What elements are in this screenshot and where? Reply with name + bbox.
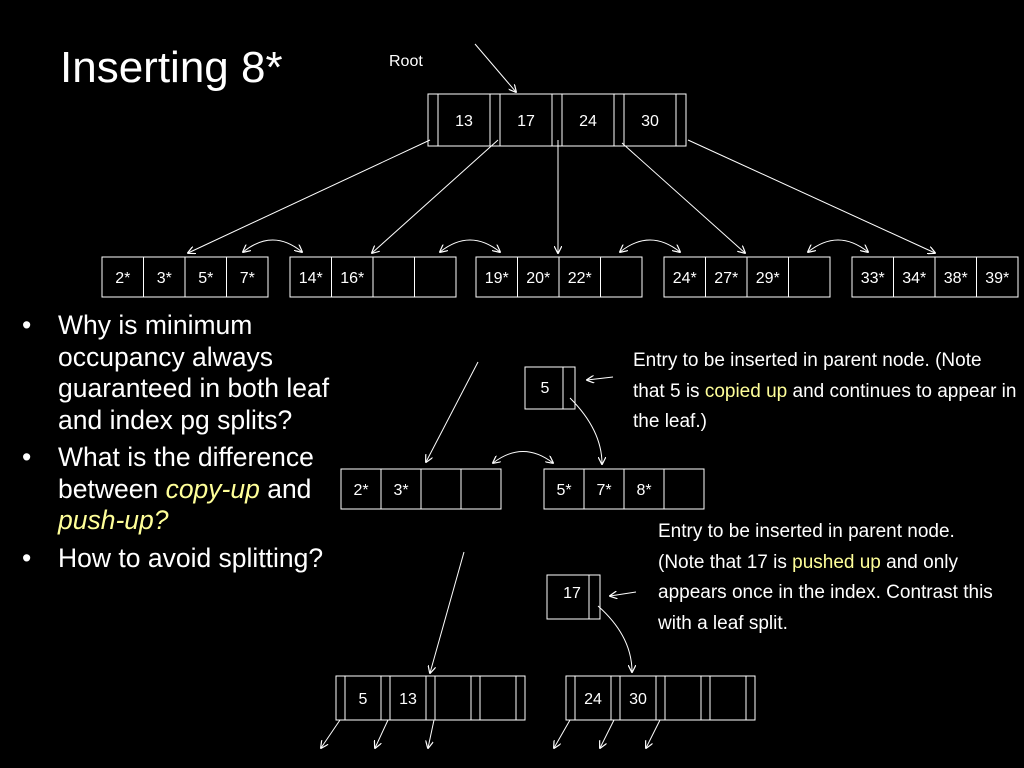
pointer-arrow [569,397,602,464]
index-node [565,675,756,721]
node-key: 16* [340,270,364,287]
bullet-text: and [259,473,312,504]
node-key: 24 [579,113,597,130]
node-key: 22* [568,270,592,287]
pointer-arrow [430,551,465,673]
node-key: 8* [636,482,651,499]
bullet-dot: • [22,542,32,573]
bullet-dot: • [22,442,32,472]
tree-nodes: 13 17 24 30 2* 3* 5* 7* 14* 16* 19* 20* 22* 24* 27* 29*… [101,93,1019,721]
copied-up-highlight: copied up [704,380,788,402]
node-key: 7* [240,270,255,287]
pushed-up-highlight: pushed up [792,551,881,573]
bullet-text: Why is minimum occupancy always guarante… [58,310,330,435]
node-key: 27* [714,270,738,287]
node-key: 2* [115,270,130,287]
entry-arrow [610,592,637,596]
child-pointer [321,719,341,748]
connectors [188,43,935,748]
pointer-arrow [687,139,935,253]
node-key: 24 [584,691,602,708]
bullet-text: How to avoid splitting? [58,542,324,573]
node-key: 20* [526,270,550,287]
node-key: 30 [629,691,647,708]
child-pointer [554,719,571,748]
copy-up-term: copy-up [165,473,260,504]
sibling-link [243,239,302,252]
node-key: 38* [944,270,968,287]
node-key: 39* [985,270,1009,287]
pointer-arrow [597,605,632,672]
bullet-dot: • [22,310,32,340]
parent-entry-node [524,366,576,410]
node-key: 5 [359,691,368,708]
node-key: 2* [353,482,368,499]
sibling-link [493,451,553,464]
child-pointer [646,719,661,748]
node-key: 29* [756,270,780,287]
node-key: 13 [399,691,417,708]
sibling-link [440,239,500,252]
node-key: 30 [641,113,659,130]
slide-title: Inserting 8* [60,43,283,92]
leaf-split-note: Entry to be inserted in parent node. (No… [633,350,1017,432]
sibling-link [620,239,680,252]
child-pointer [600,719,615,748]
node-key: 17 [563,585,581,602]
index-node [335,675,526,721]
node-key: 5 [541,380,550,397]
node-key: 17 [517,113,535,130]
pointer-arrow [188,139,431,253]
bullet-text: What is the difference between [58,442,314,504]
pointer-arrow [621,142,745,253]
bullet-item: •What is the difference between copy-up … [18,442,336,537]
node-key: 34* [902,270,926,287]
root-arrow [474,43,516,92]
node-key: 3* [157,270,172,287]
node-key: 33* [861,270,885,287]
node-key: 3* [393,482,408,499]
node-key: 5* [198,270,213,287]
pointer-arrow [426,361,479,462]
index-node [427,93,687,147]
node-key: 5* [556,482,571,499]
question-list: • Why is minimum occupancy always guarant… [18,310,336,580]
child-pointer [428,719,435,748]
parent-entry-node [546,574,601,620]
push-up-term: push-up? [58,505,169,535]
node-key: 13 [455,113,473,130]
bullet-item: • Why is minimum occupancy always guarant… [18,310,336,436]
sibling-link [808,239,868,252]
node-key: 14* [299,270,323,287]
child-pointer [375,719,389,748]
node-key: 24* [673,270,697,287]
node-key: 7* [596,482,611,499]
root-label: Root [389,53,423,70]
node-key: 19* [485,270,509,287]
index-split-note: Entry to be inserted in parent node. (No… [658,521,993,634]
entry-arrow [587,377,614,380]
bullet-item: • How to avoid splitting? [18,543,336,575]
pointer-arrow [372,139,499,253]
